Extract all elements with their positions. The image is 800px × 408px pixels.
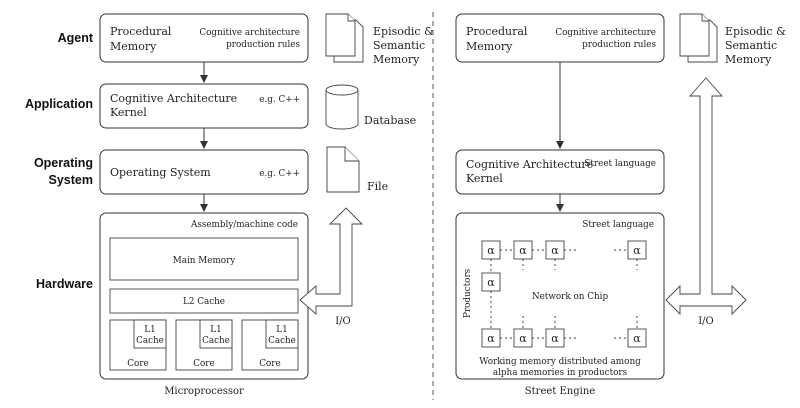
productor-cell: α [545, 240, 565, 260]
left-kernel-lang: e.g. C++ [259, 95, 300, 105]
left-os-box: Operating System e.g. C++ [99, 149, 309, 195]
core-label-2: Core [193, 359, 214, 369]
left-kernel-label-2: Kernel [110, 106, 147, 119]
level-label-os-line1: Operating [34, 156, 93, 170]
svg-text:α: α [551, 244, 559, 257]
l1-cache-box-1 [133, 319, 167, 349]
left-procedural-memory-box: Procedural Memory Cognitive architecture… [99, 13, 309, 63]
level-label-os-line2: System [49, 173, 93, 187]
database-icon [325, 84, 359, 130]
svg-text:α: α [519, 332, 527, 345]
l1-label-3b: Cache [268, 336, 296, 346]
left-os-label: Operating System [110, 166, 211, 179]
l1-label-2a: L1 [210, 325, 221, 335]
left-os-lang: e.g. C++ [259, 169, 300, 179]
l1-label-1b: Cache [136, 336, 164, 346]
level-label-hardware: Hardware [36, 277, 93, 291]
l2-cache-label: L2 Cache [183, 297, 225, 307]
productor-cell: α [481, 240, 501, 260]
left-io-arrow [299, 207, 364, 315]
right-engine-lang: Street language [582, 220, 654, 230]
productors-label: Productors [463, 268, 473, 318]
right-kernel-label-1: Cognitive Architecture [466, 158, 593, 171]
right-procedural-label-2: Memory [466, 40, 513, 53]
svg-text:α: α [487, 276, 495, 289]
main-memory-box [109, 237, 299, 281]
right-caption-street-engine: Street Engine [525, 386, 595, 397]
level-label-application: Application [25, 97, 93, 111]
database-label: Database [364, 114, 416, 127]
level-label-agent: Agent [58, 31, 94, 45]
svg-text:α: α [487, 244, 495, 257]
core-label-1: Core [127, 359, 148, 369]
left-kernel-label-1: Cognitive Architecture [110, 92, 237, 105]
network-links [490, 249, 638, 339]
right-io-label: I/O [698, 316, 714, 327]
core-label-3: Core [259, 359, 280, 369]
right-kernel-label-2: Kernel [466, 172, 503, 185]
productor-cell: α [513, 328, 533, 348]
right-kernel-box: Cognitive Architecture Kernel Street lan… [455, 149, 665, 195]
right-procedural-memory-box: Procedural Memory Cognitive architecture… [455, 13, 665, 63]
left-microprocessor-box: Assembly/machine code Main Memory L2 Cac… [99, 212, 309, 380]
right-episodic-label-2: Semantic [725, 39, 777, 52]
right-kernel-lang: Street language [584, 159, 656, 169]
file-icon [326, 146, 360, 193]
l1-cache-box-3 [265, 319, 299, 349]
left-cog-rules-2: production rules [226, 40, 300, 50]
left-kernel-box: Cognitive Architecture Kernel e.g. C++ [99, 83, 309, 129]
left-procedural-label-1: Procedural [110, 25, 172, 38]
right-cog-rules-1: Cognitive architecture [555, 28, 656, 38]
working-memory-label-2: alpha memories in productors [493, 368, 628, 378]
left-episodic-label-3: Memory [373, 53, 420, 66]
main-memory-label: Main Memory [173, 256, 236, 266]
productor-cell: α [627, 328, 647, 348]
left-episodic-label-2: Semantic [373, 39, 425, 52]
working-memory-label-1: Working memory distributed among [479, 357, 641, 367]
l1-label-3a: L1 [276, 325, 287, 335]
network-on-chip-label: Network on Chip [532, 292, 609, 302]
left-io-label: I/O [335, 316, 351, 327]
file-label: File [367, 180, 388, 193]
left-episodic-memory-icon [325, 13, 364, 63]
right-cog-rules-2: production rules [582, 40, 656, 50]
productor-cell: α [481, 272, 501, 292]
right-episodic-label-1: Episodic & [725, 25, 786, 38]
left-procedural-label-2: Memory [110, 40, 157, 53]
svg-text:α: α [551, 332, 559, 345]
right-episodic-memory-icon [679, 13, 718, 63]
right-procedural-label-1: Procedural [466, 25, 528, 38]
svg-text:α: α [487, 332, 495, 345]
svg-text:α: α [633, 244, 641, 257]
left-caption-microprocessor: Microprocessor [164, 386, 244, 397]
right-episodic-label-3: Memory [725, 53, 772, 66]
l1-label-2b: Cache [202, 336, 230, 346]
right-io-arrow [665, 77, 747, 316]
left-cog-rules-1: Cognitive architecture [199, 28, 300, 38]
left-asm-label: Assembly/machine code [190, 220, 298, 230]
productor-cell: α [481, 328, 501, 348]
productor-cell: α [627, 240, 647, 260]
l2-cache-box [109, 288, 299, 314]
svg-text:α: α [633, 332, 641, 345]
left-episodic-label-1: Episodic & [373, 25, 434, 38]
l1-cache-box-2 [199, 319, 233, 349]
productor-cell: α [545, 328, 565, 348]
street-engine-box: Street language Productors Network on Ch… [455, 212, 665, 380]
svg-text:α: α [519, 244, 527, 257]
productor-cell: α [513, 240, 533, 260]
l1-label-1a: L1 [144, 325, 155, 335]
